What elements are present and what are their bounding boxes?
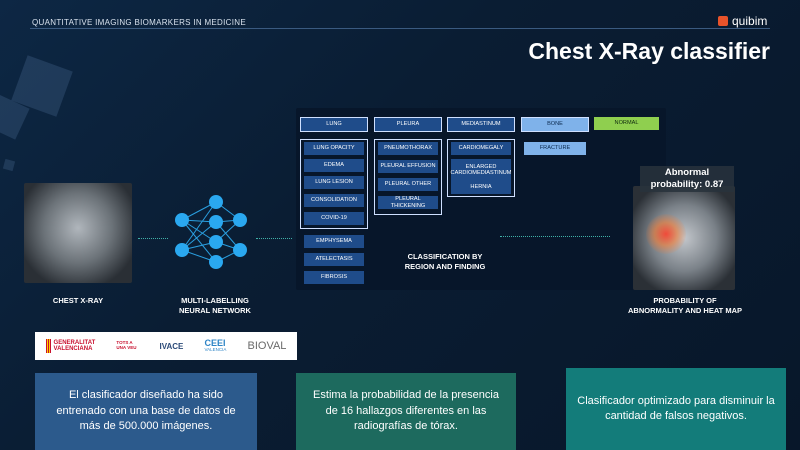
sponsor-logos-strip: GENERALITAT VALENCIANA TOTS A UNA VEU IV… bbox=[35, 332, 297, 360]
info-card-false-negatives: Clasificador optimizado para disminuir l… bbox=[566, 368, 786, 450]
column-header-bone: BONE bbox=[521, 117, 589, 132]
finding-consolidation: CONSOLIDATION bbox=[304, 194, 364, 207]
ceei-text: CEEI bbox=[204, 338, 226, 349]
caption-classification: CLASSIFICATION BY REGION AND FINDING bbox=[380, 252, 510, 272]
gva-text: GENERALITAT VALENCIANA bbox=[54, 340, 96, 352]
chest-xray-image bbox=[24, 183, 132, 283]
finding-enlarged-cardiomediastinum: ENLARGED CARDIOMEDIASTINUM bbox=[451, 159, 511, 181]
caption-line: CLASSIFICATION BY bbox=[407, 252, 483, 261]
caption-chest-xray: CHEST X-RAY bbox=[24, 296, 132, 306]
tots-a-una-veu-logo: TOTS A UNA VEU bbox=[116, 340, 137, 350]
bioval-logo: BIOVAL bbox=[247, 340, 287, 352]
quibim-logo: quibim bbox=[718, 14, 767, 28]
column-header-lung: LUNG bbox=[300, 117, 368, 132]
neural-network-icon bbox=[175, 195, 247, 269]
finding-hernia: HERNIA bbox=[451, 181, 511, 194]
finding-fracture: FRACTURE bbox=[524, 142, 586, 155]
column-header-mediastinum: MEDIASTINUM bbox=[447, 117, 515, 132]
finding-covid-19: COVID-19 bbox=[304, 212, 364, 225]
connector-dots bbox=[138, 238, 168, 239]
heatmap-overlay bbox=[646, 214, 686, 254]
caption-line: MULTI-LABELLING bbox=[181, 296, 249, 305]
probability-line: Abnormal bbox=[664, 167, 710, 178]
page-title: Chest X-Ray classifier bbox=[528, 38, 770, 64]
finding-pleural-thickening: PLEURAL THICKENING bbox=[378, 196, 438, 209]
quibim-logo-icon bbox=[718, 16, 728, 26]
quibim-logo-text: quibim bbox=[732, 14, 768, 28]
finding-pleural-other: PLEURAL OTHER bbox=[378, 178, 438, 191]
ceei-logo: CEEI VALENCIA bbox=[204, 339, 226, 353]
mediastinum-group-frame bbox=[447, 139, 515, 197]
header-subtitle: QUANTITATIVE IMAGING BIOMARKERS IN MEDIC… bbox=[32, 18, 246, 27]
finding-pneumothorax: PNEUMOTHORAX bbox=[378, 142, 438, 155]
finding-emphysema: EMPHYSEMA bbox=[304, 235, 364, 248]
finding-lung-lesion: LUNG LESION bbox=[304, 176, 364, 189]
lung-group-frame bbox=[300, 139, 368, 229]
info-card-training: El clasificador diseñado ha sido entrena… bbox=[35, 373, 257, 450]
pleura-group-frame bbox=[374, 139, 442, 215]
classification-panel: LUNG PLEURA MEDIASTINUM BONE NORMAL LUNG… bbox=[296, 108, 666, 290]
caption-neural-network: MULTI-LABELLING NEURAL NETWORK bbox=[160, 296, 270, 316]
gva-line: GENERALITAT bbox=[53, 340, 96, 346]
finding-cardiomegaly: CARDIOMEGALY bbox=[451, 142, 511, 155]
finding-pleural-effusion: PLEURAL EFFUSION bbox=[378, 160, 438, 173]
finding-fibrosis: FIBROSIS bbox=[304, 271, 364, 284]
column-header-pleura: PLEURA bbox=[374, 117, 442, 132]
caption-line: REGION AND FINDING bbox=[404, 261, 486, 271]
ceei-sub-text: VALENCIA bbox=[204, 347, 227, 353]
info-card-findings: Estima la probabilidad de la presencia d… bbox=[296, 373, 516, 450]
generalitat-valenciana-logo: GENERALITAT VALENCIANA bbox=[45, 339, 96, 353]
caption-line: NEURAL NETWORK bbox=[179, 305, 251, 315]
column-header-normal: NORMAL bbox=[594, 117, 659, 130]
finding-edema: EDEMA bbox=[304, 159, 364, 172]
gva-emblem-icon bbox=[45, 339, 51, 353]
decorative-square bbox=[2, 158, 16, 172]
finding-lung-opacity: LUNG OPACITY bbox=[304, 142, 364, 155]
ivace-logo: IVACE bbox=[159, 341, 184, 351]
caption-line: PROBABILITY OF bbox=[653, 296, 717, 305]
connector-dots bbox=[256, 238, 292, 239]
finding-atelectasis: ATELECTASIS bbox=[304, 253, 364, 266]
abnormal-probability-label: Abnormal probability: 0.87 bbox=[640, 166, 734, 192]
header-divider bbox=[30, 28, 770, 29]
probability-line: probability: 0.87 bbox=[650, 178, 724, 190]
gva-line: VALENCIANA bbox=[53, 346, 93, 352]
caption-probability: PROBABILITY OF ABNORMALITY AND HEAT MAP bbox=[610, 296, 760, 316]
caption-line: ABNORMALITY AND HEAT MAP bbox=[627, 305, 743, 315]
caption-line: CHEST X-RAY bbox=[52, 296, 104, 305]
connector-dots bbox=[500, 236, 610, 237]
